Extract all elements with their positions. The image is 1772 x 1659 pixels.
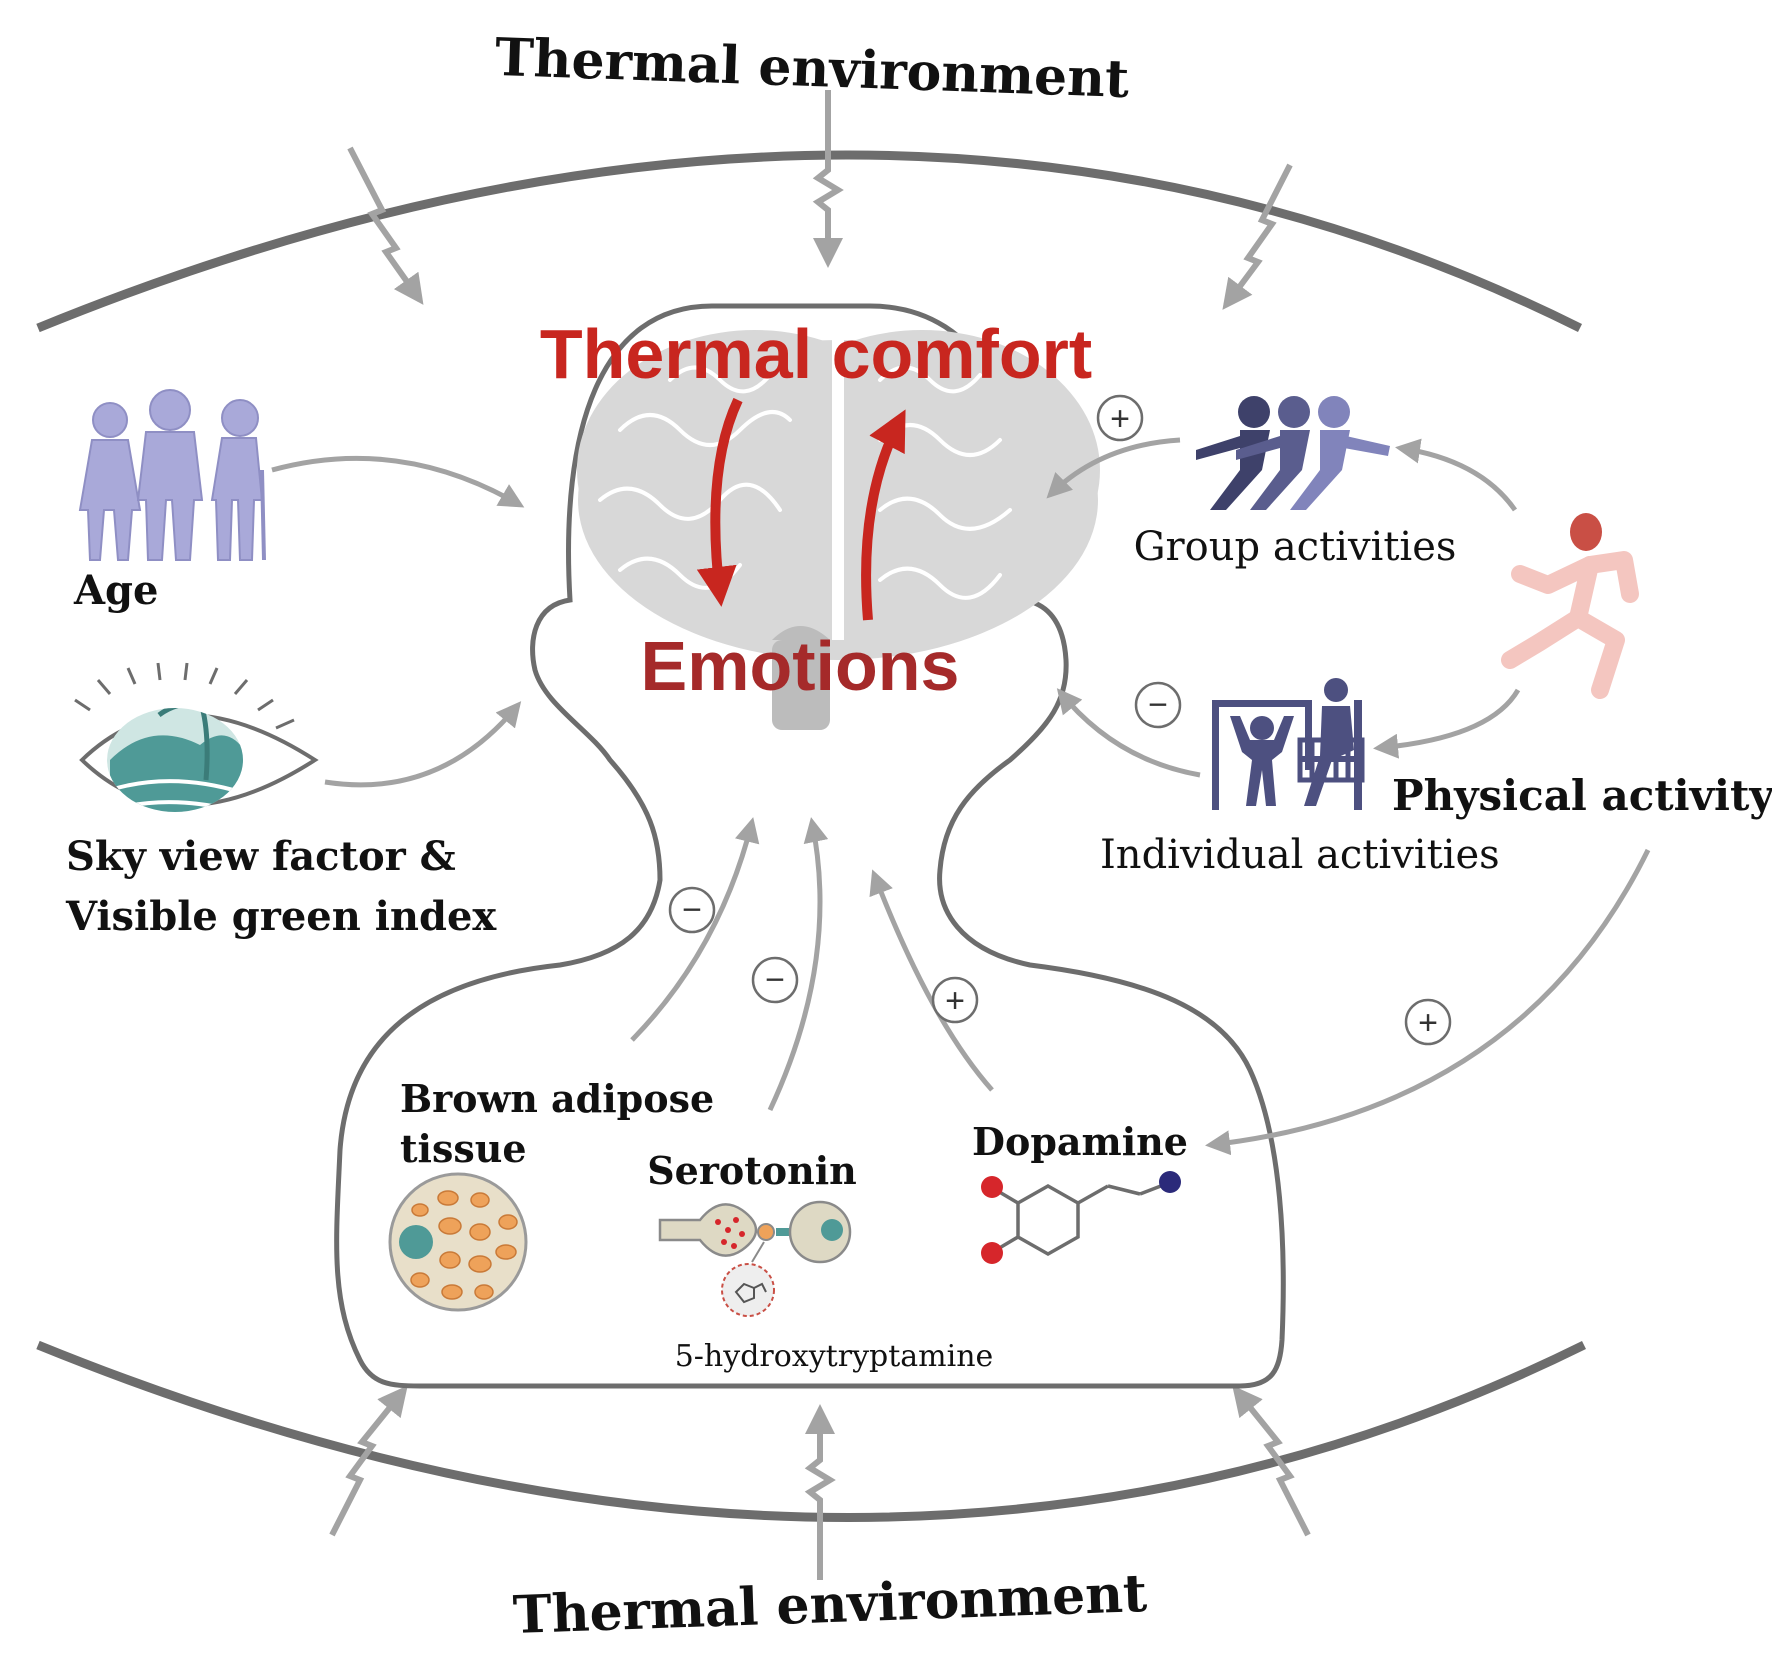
serotonin-label: Serotonin bbox=[647, 1148, 857, 1193]
individual-activities-icon bbox=[1212, 678, 1365, 810]
svg-text:−: − bbox=[1148, 686, 1168, 724]
synapse-icon bbox=[658, 1200, 852, 1317]
svg-text:+: + bbox=[1110, 400, 1130, 438]
age-people-icon bbox=[78, 389, 266, 561]
sky-view-label-line1: Sky view factor & bbox=[66, 833, 456, 880]
serotonin-sub-label: 5-hydroxytryptamine bbox=[675, 1339, 994, 1374]
svg-text:+: + bbox=[945, 982, 965, 1020]
individual-to-head-arrow bbox=[1056, 688, 1201, 778]
svg-text:−: − bbox=[682, 891, 702, 929]
dopamine-molecule-icon bbox=[981, 1171, 1181, 1264]
dopamine-label: Dopamine bbox=[972, 1119, 1188, 1164]
runner-to-individual-arrow bbox=[1373, 688, 1521, 759]
physical-activity-label: Physical activity bbox=[1392, 771, 1772, 820]
group-activities-label: Group activities bbox=[1134, 524, 1457, 570]
serotonin-to-head-arrow bbox=[767, 817, 829, 1112]
brown-adipose-to-head-arrow bbox=[630, 817, 760, 1042]
physical-sign-badge: + bbox=[1404, 998, 1452, 1046]
brown-adipose-sign-badge: − bbox=[668, 886, 716, 934]
physical-to-dopamine-arrow bbox=[1205, 848, 1651, 1156]
svg-text:−: − bbox=[765, 961, 785, 999]
thermal-arc-bottom bbox=[36, 1340, 1586, 1522]
head-body-outline bbox=[334, 303, 1286, 1389]
brown-adipose-cell-icon bbox=[388, 1172, 528, 1312]
emotions-label: Emotions bbox=[641, 627, 960, 705]
eye-greenery-icon bbox=[74, 662, 319, 812]
thermal-environment-bottom-label: Thermal environment bbox=[512, 1563, 1148, 1646]
age-to-head-arrow bbox=[271, 455, 525, 508]
thermal-arc-top bbox=[36, 150, 1583, 333]
thermal-arrows-bottom bbox=[329, 1385, 1311, 1580]
svg-text:+: + bbox=[1418, 1004, 1438, 1042]
group-activities-icon bbox=[1196, 396, 1390, 510]
runner-to-group-arrow bbox=[1395, 438, 1518, 512]
individual-activities-label: Individual activities bbox=[1100, 832, 1500, 878]
individual-sign-badge: − bbox=[1134, 681, 1182, 729]
thermal-arrows-top bbox=[347, 90, 1293, 310]
emotion-to-comfort-arrow bbox=[861, 409, 906, 621]
age-label: Age bbox=[73, 567, 158, 614]
comfort-to-emotion-arrow bbox=[696, 397, 743, 607]
brown-adipose-label-line1: Brown adipose bbox=[400, 1076, 714, 1121]
group-to-head-arrow bbox=[1046, 437, 1181, 499]
dopamine-to-head-arrow bbox=[869, 869, 994, 1092]
serotonin-sign-badge: − bbox=[751, 956, 799, 1004]
brown-adipose-label-line2: tissue bbox=[400, 1126, 527, 1171]
dopamine-sign-badge: + bbox=[931, 976, 979, 1024]
runner-icon bbox=[1501, 513, 1639, 699]
thermal-environment-top-label: Thermal environment bbox=[494, 27, 1130, 110]
sky-view-label-line2: Visible green index bbox=[65, 893, 497, 940]
thermal-comfort-label: Thermal comfort bbox=[540, 315, 1092, 393]
sky-view-to-head-arrow bbox=[324, 701, 522, 788]
group-sign-badge: + bbox=[1096, 394, 1144, 442]
